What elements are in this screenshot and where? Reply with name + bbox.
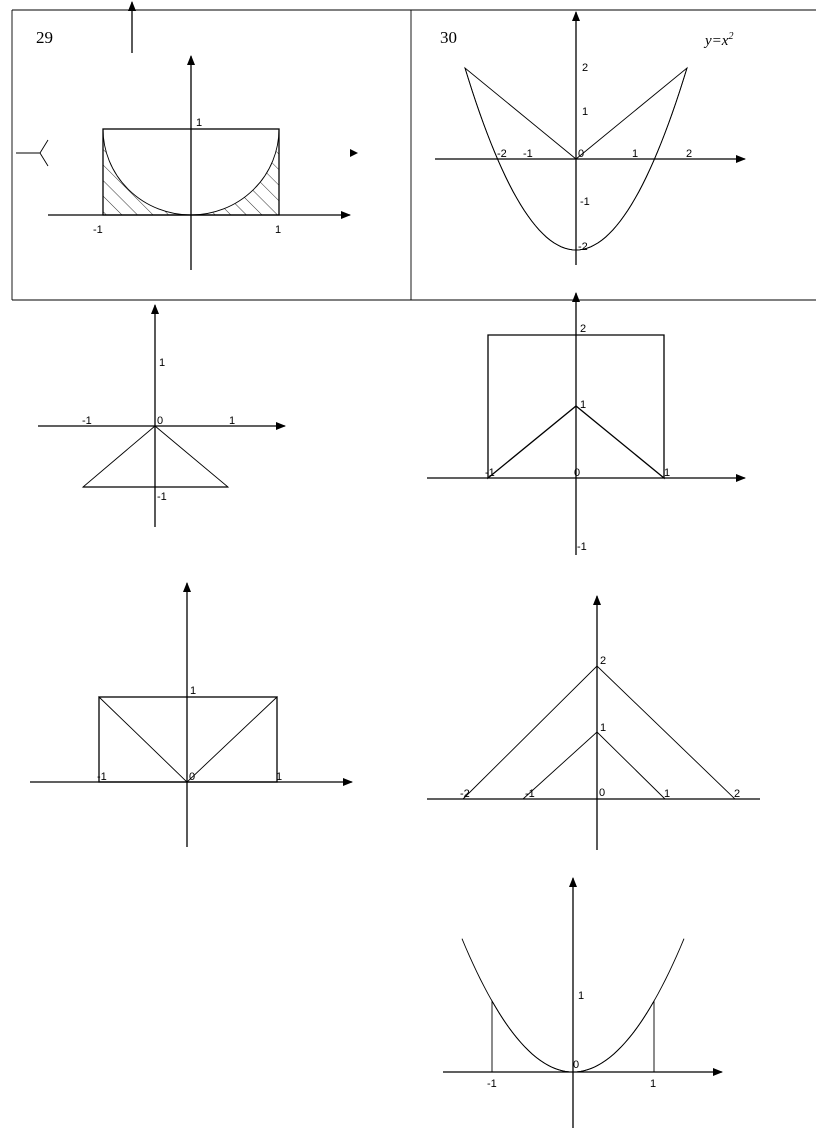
tick-label: -1: [485, 467, 495, 479]
tick-label: -2: [497, 148, 507, 160]
tick-label: 2: [600, 655, 606, 667]
rectangle: [98, 696, 278, 783]
tick-label: 1: [578, 990, 584, 1002]
tick-label: 0: [157, 415, 163, 427]
tick-label: -1: [82, 415, 92, 427]
equation-label: y=x2: [703, 31, 733, 49]
tick-label: -1: [97, 771, 107, 783]
stray-arrow-tail: [16, 139, 49, 167]
tick-label: 0: [189, 771, 195, 783]
tick-label: 1: [600, 722, 606, 734]
stray-arrowhead: [350, 149, 358, 157]
tick-label: 0: [578, 148, 584, 160]
tick-label: 1: [650, 1078, 656, 1090]
tick-label: -2: [578, 241, 588, 253]
tick-label: -1: [523, 148, 533, 160]
figure-rect-minus-v: 2 1 -1 0 1 -1: [427, 292, 746, 555]
tick-label: -1: [525, 788, 535, 800]
figure-30: 30 y=x2 2 1 -1 -2 -2 -1 0 1 2: [435, 11, 746, 265]
hatched-region: [103, 129, 279, 215]
tick-label: 1: [275, 224, 281, 236]
tick-label: 2: [582, 62, 588, 74]
tick-label: 1: [664, 467, 670, 479]
tick-label: 2: [686, 148, 692, 160]
figure-double-triangle: 2 1 -2 -1 0 1 2: [427, 595, 760, 850]
tick-label: 1: [582, 106, 588, 118]
tick-label: 0: [573, 1059, 579, 1071]
tick-label: 1: [580, 399, 586, 411]
tick-label: -1: [580, 196, 590, 208]
tick-label: 1: [190, 685, 196, 697]
problem-number: 30: [440, 28, 457, 47]
figure-rect-v-corners: 1 -1 0 1: [30, 582, 353, 847]
hatched-region: [487, 334, 665, 480]
tick-label: 1: [159, 357, 165, 369]
tick-label: 1: [196, 117, 202, 129]
hatched-region: [461, 665, 737, 800]
problem-number: 29: [36, 28, 53, 47]
problem-table: [11, 9, 816, 301]
tick-label: 2: [734, 788, 740, 800]
figure-triangle: 1 -1 0 1 -1: [38, 304, 286, 527]
hatched-region: [98, 695, 278, 783]
figure-29: 29 1 -1 1: [16, 1, 358, 270]
tick-label: 2: [580, 323, 586, 335]
figure-parabola-area: 1 0 -1 1: [443, 877, 723, 1128]
tick-label: 1: [632, 148, 638, 160]
tick-label: -1: [577, 541, 587, 553]
tick-label: -1: [157, 491, 167, 503]
tick-label: 1: [276, 771, 282, 783]
tick-label: 1: [664, 788, 670, 800]
tick-label: 0: [574, 467, 580, 479]
tick-label: 1: [229, 415, 235, 427]
tick-label: 0: [599, 787, 605, 799]
tick-label: -1: [93, 224, 103, 236]
tick-label: -1: [487, 1078, 497, 1090]
tick-label: -2: [460, 788, 470, 800]
